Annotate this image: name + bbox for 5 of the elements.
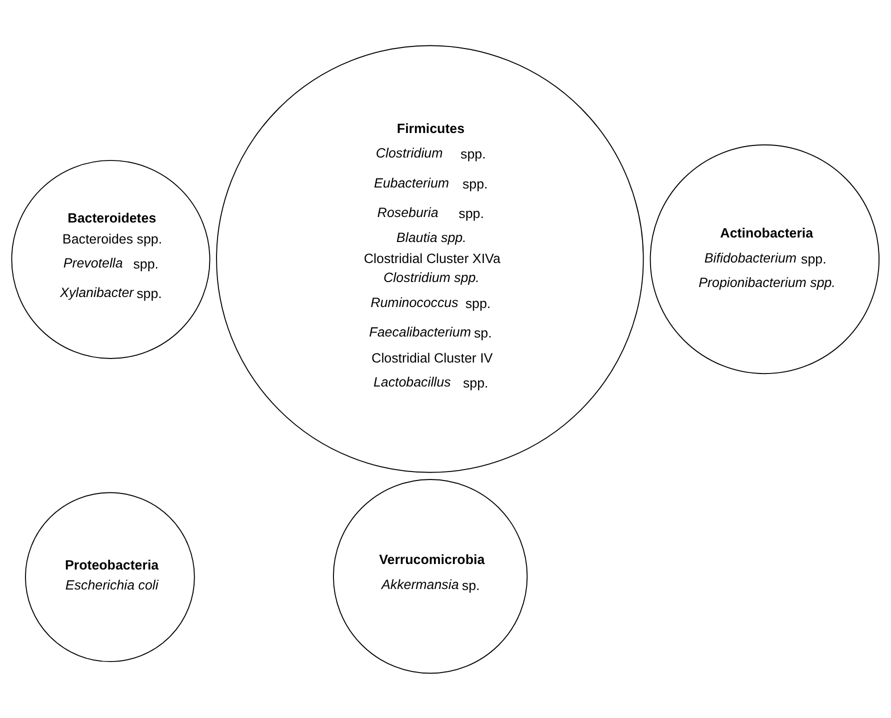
node-circle: Firmicutes Clostridium spp. Eubacterium spp. Roseburia spp. Blautia spp. Clostridial Cluster XIVa Clostridium spp. Ruminococcus spp. Faecalibacterium sp. Clostridial Cluster IV Lactobacillus spp. [216, 44, 644, 472]
node-circle: Bacteroidetes Bacteroides spp. Prevotella spp. Xylanibacter spp. [11, 159, 210, 358]
node-circle: Proteobacteria Escherichia coli [24, 492, 195, 662]
node-circle: Verrucomicrobia Akkermansia sp. [332, 478, 528, 674]
node-circle: Actinobacteria Bifidobacterium spp. Propionibacterium spp. [650, 144, 880, 374]
